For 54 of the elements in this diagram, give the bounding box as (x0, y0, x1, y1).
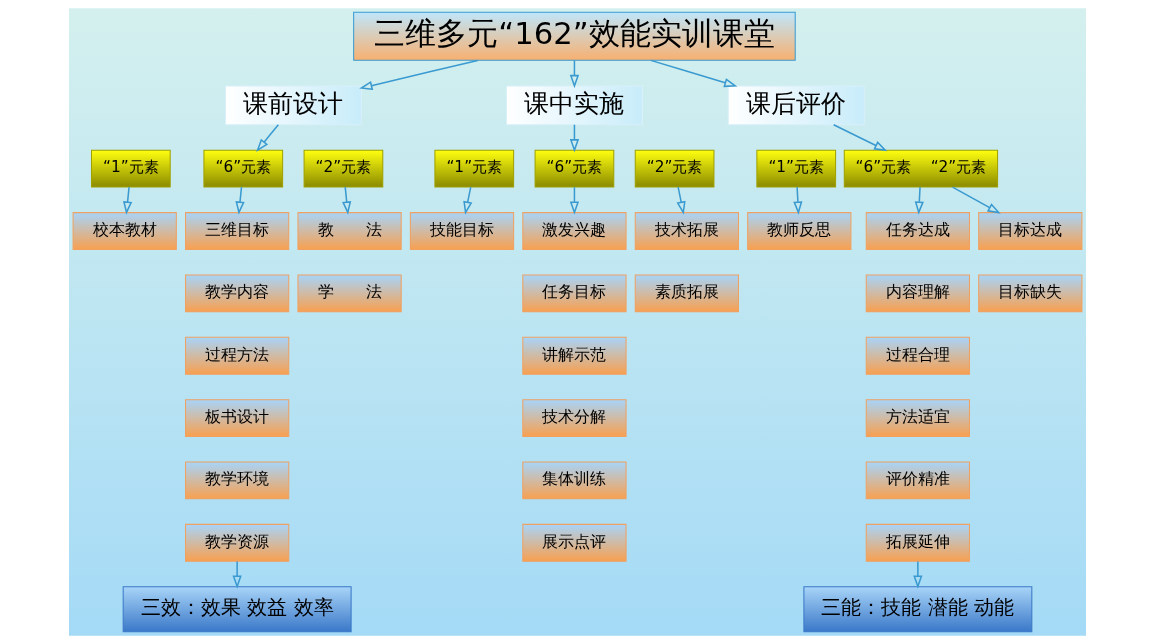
node-box: 技术分解 (521, 399, 627, 437)
node-box: 集体训练 (521, 461, 627, 500)
node-box: “1”元素 (755, 149, 836, 188)
arrow (232, 560, 242, 589)
node-box: 讲解示范 (521, 336, 627, 375)
node-box: 任务达成 (865, 212, 970, 250)
arrow (912, 560, 922, 589)
node-box: 内容理解 (865, 274, 970, 313)
node-box: 技术拓展 (634, 212, 739, 250)
node-box: 教师反思 (746, 212, 851, 250)
node-box: 教 法 (296, 212, 402, 250)
node-box: 拓展延伸 (865, 523, 970, 562)
node-box: 课后评价 (727, 85, 865, 126)
node-box: 目标缺失 (977, 274, 1082, 313)
node-box: 校本教材 (72, 212, 177, 250)
arrow (914, 186, 924, 215)
node-box: 三效：效果 效益 效率 (122, 586, 352, 633)
node-box: 三能：技能 潜能 动能 (802, 586, 1032, 633)
node-box: 三维多元“162”效能实训课堂 (352, 11, 796, 61)
node-box: “6”元素 (534, 149, 614, 188)
node-box: 课中实施 (505, 85, 643, 126)
arrow (341, 186, 351, 215)
arrow (122, 186, 132, 215)
node-box: 展示点评 (521, 523, 627, 562)
node-box: 课前设计 (224, 85, 362, 126)
arrow (234, 186, 245, 215)
node-box: “1”元素 (433, 149, 514, 188)
node-box: 技能目标 (409, 212, 514, 250)
arrow (255, 123, 279, 152)
node-box: 过程方法 (184, 336, 289, 375)
node-box: 学 法 (296, 274, 402, 313)
arrow (462, 186, 472, 215)
node-box: “6”元素 (202, 149, 283, 188)
node-box: 素质拓展 (634, 274, 739, 313)
node-box: 方法适宜 (865, 399, 970, 437)
node-box: “2”元素 (634, 149, 714, 188)
node-box: 教学资源 (184, 523, 289, 562)
arrow (951, 186, 1001, 214)
node-box: 板书设计 (184, 399, 289, 437)
arrow (832, 123, 887, 152)
node-box: 教学环境 (184, 461, 289, 500)
node-box: 评价精准 (865, 461, 970, 500)
node-box: 三维目标 (184, 212, 289, 250)
node-box: 任务目标 (521, 274, 627, 313)
node-box: 过程合理 (865, 336, 970, 375)
node-box: “6”元素 “2”元素 (843, 149, 998, 188)
arrow (649, 59, 737, 88)
arrow (358, 59, 478, 91)
node-box: “2”元素 (303, 149, 383, 188)
node-box: 激发兴趣 (521, 212, 627, 250)
node-box: 教学内容 (184, 274, 289, 313)
arrow (676, 186, 686, 215)
node-box: “1”元素 (90, 149, 171, 188)
node-box: 目标达成 (977, 212, 1082, 250)
